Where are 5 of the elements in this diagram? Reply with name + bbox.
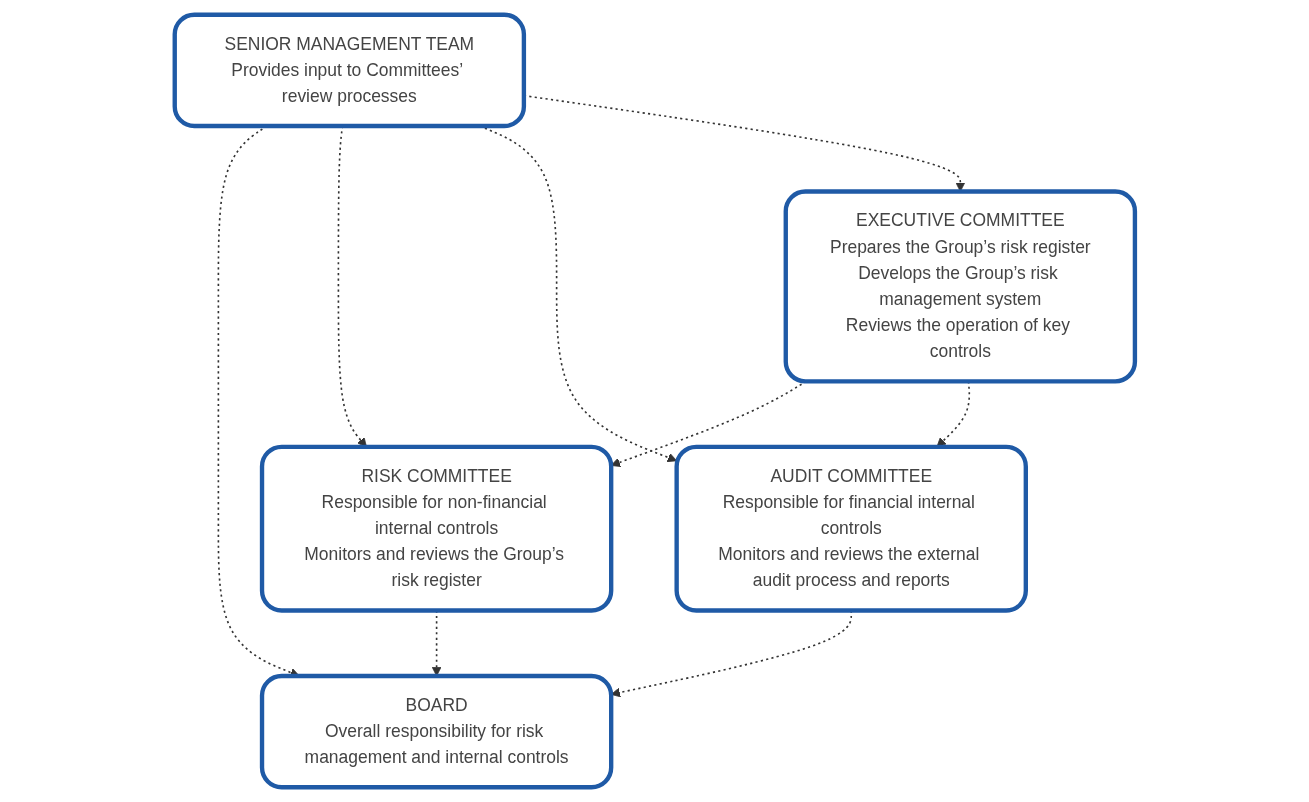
node-box: RISK COMMITTEE Responsible for non-financial internal controls Monitors and reviews the Group’s risk register <box>259 444 614 613</box>
node-box: BOARD Overall responsibility for risk management and internal controls <box>259 673 614 790</box>
node-box: EXECUTIVE COMMITTEE Prepares the Group’s risk register Develops the Group’s risk management system Reviews the operation of key controls <box>783 189 1137 384</box>
node-box: AUDIT COMMITTEE Responsible for financial internal controls Monitors and reviews the external audit process and reports <box>674 444 1028 613</box>
node-box: SENIOR MANAGEMENT TEAM Provides input to Committees’ review processes <box>172 12 526 129</box>
